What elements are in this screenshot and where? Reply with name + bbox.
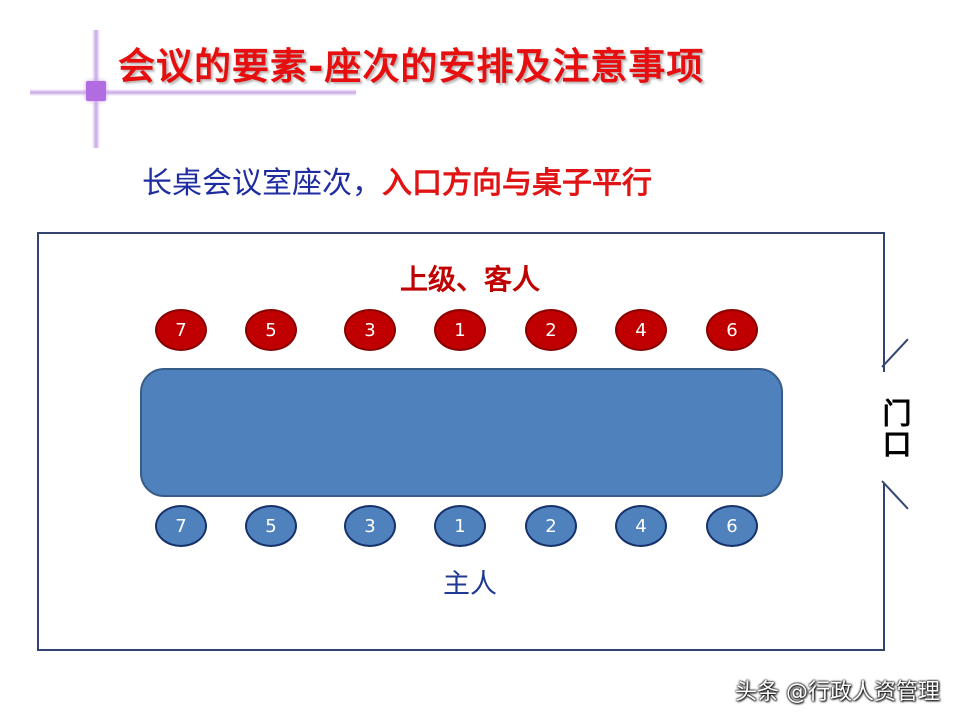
top-seat-4: 4 [615,309,667,351]
watermark: 头条 @行政人资管理 [735,680,940,705]
bottom-seat-5: 5 [245,505,297,547]
page-title: 会议的要素-座次的安排及注意事项 [118,45,705,88]
top-seat-1: 1 [434,309,486,351]
subtitle-part-1: 长桌会议室座次， [142,166,382,201]
conference-table [140,368,783,497]
top-group-label: 上级、客人 [399,263,540,296]
bottom-seat-6: 6 [706,505,758,547]
decorative-crosshair-horizontal [30,89,356,96]
top-seat-6: 6 [706,309,758,351]
bottom-group-label: 主人 [443,569,497,600]
door-label: 门口 [878,398,912,460]
bottom-seat-3: 3 [344,505,396,547]
bottom-seat-4: 4 [615,505,667,547]
door-swing-line-top [881,338,909,368]
decorative-crosshair-center [86,81,106,101]
subtitle-part-2: 入口方向与桌子平行 [382,166,652,201]
bottom-seat-1: 1 [434,505,486,547]
bottom-seat-2: 2 [525,505,577,547]
top-seat-3: 3 [344,309,396,351]
door-opening [882,372,890,484]
top-seat-2: 2 [525,309,577,351]
top-seat-5: 5 [245,309,297,351]
bottom-seat-7: 7 [155,505,207,547]
subtitle: 长桌会议室座次，入口方向与桌子平行 [142,158,652,202]
door-swing-line-bottom [881,480,909,510]
top-seat-7: 7 [155,309,207,351]
